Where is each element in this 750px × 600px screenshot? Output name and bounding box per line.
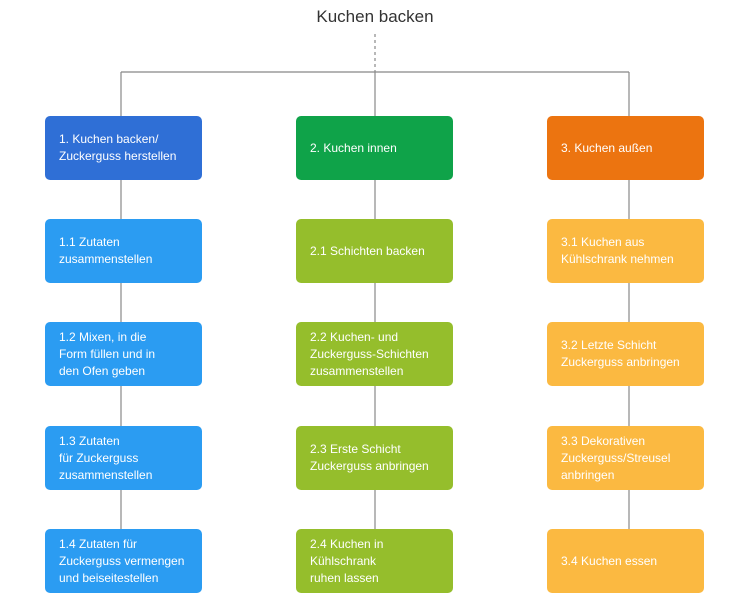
task-1-4-box: 1.4 Zutaten für Zuckerguss vermengen und… — [45, 529, 202, 593]
task-3-1-box: 3.1 Kuchen aus Kühlschrank nehmen — [547, 219, 704, 283]
task-2-1-box: 2.1 Schichten backen — [296, 219, 453, 283]
column-2-header-box: 2. Kuchen innen — [296, 116, 453, 180]
task-2-2-box: 2.2 Kuchen- und Zuckerguss-Schichten zus… — [296, 322, 453, 386]
task-2-4-box: 2.4 Kuchen in Kühlschrank ruhen lassen — [296, 529, 453, 593]
task-1-3-box: 1.3 Zutaten für Zuckerguss zusammenstell… — [45, 426, 202, 490]
task-3-3-box: 3.3 Dekorativen Zuckerguss/Streusel anbr… — [547, 426, 704, 490]
diagram-title: Kuchen backen — [316, 7, 434, 26]
task-2-3-box: 2.3 Erste Schicht Zuckerguss anbringen — [296, 426, 453, 490]
task-1-1-box: 1.1 Zutaten zusammenstellen — [45, 219, 202, 283]
column-3-header-box: 3. Kuchen außen — [547, 116, 704, 180]
task-3-2-box: 3.2 Letzte Schicht Zuckerguss anbringen — [547, 322, 704, 386]
column-1-header-box: 1. Kuchen backen/ Zuckerguss herstellen — [45, 116, 202, 180]
task-3-4-box: 3.4 Kuchen essen — [547, 529, 704, 593]
task-1-2-box: 1.2 Mixen, in die Form füllen und in den… — [45, 322, 202, 386]
